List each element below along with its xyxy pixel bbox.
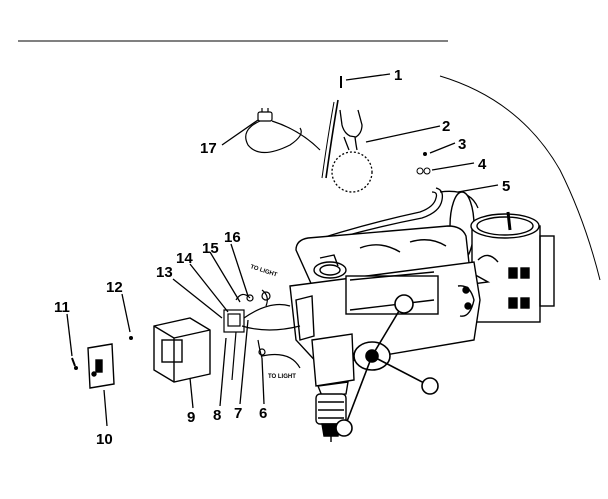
callout-9: 9 xyxy=(187,409,195,426)
part-3-screw xyxy=(423,152,427,156)
part-12-screw xyxy=(129,336,133,340)
callout-4: 4 xyxy=(478,156,487,173)
belt-guard-outline xyxy=(439,75,601,281)
callout-16: 16 xyxy=(224,229,241,246)
callout-14: 14 xyxy=(176,250,193,267)
callout-11: 11 xyxy=(54,299,70,316)
callout-1: 1 xyxy=(394,67,402,84)
callout-15: 15 xyxy=(202,240,219,257)
callout-7: 7 xyxy=(234,405,242,422)
callout-13: 13 xyxy=(156,264,173,281)
callout-8: 8 xyxy=(213,407,221,424)
to-light-label-lower: TO LIGHT xyxy=(268,374,296,380)
part-9-switch-box xyxy=(153,317,211,383)
part-2-lamp-socket-bulb xyxy=(321,99,373,193)
part-11-screw xyxy=(71,357,78,370)
switch-wiring xyxy=(223,289,301,381)
part-17-cord-plug xyxy=(245,108,321,154)
part-10-switch-plate xyxy=(87,343,115,389)
callout-17: 17 xyxy=(200,140,217,157)
leader-lines xyxy=(66,73,499,427)
callout-12: 12 xyxy=(106,279,123,296)
part-4-washer xyxy=(416,167,431,175)
to-light-label-upper: TO LIGHT xyxy=(249,264,278,278)
feed-handles xyxy=(335,294,439,437)
quill-and-chuck xyxy=(311,333,355,442)
callout-10: 10 xyxy=(96,431,113,448)
callout-2: 2 xyxy=(442,118,450,135)
motor-assembly xyxy=(449,191,555,323)
callout-5: 5 xyxy=(502,178,510,195)
callout-6: 6 xyxy=(259,405,267,422)
callout-3: 3 xyxy=(458,136,466,153)
